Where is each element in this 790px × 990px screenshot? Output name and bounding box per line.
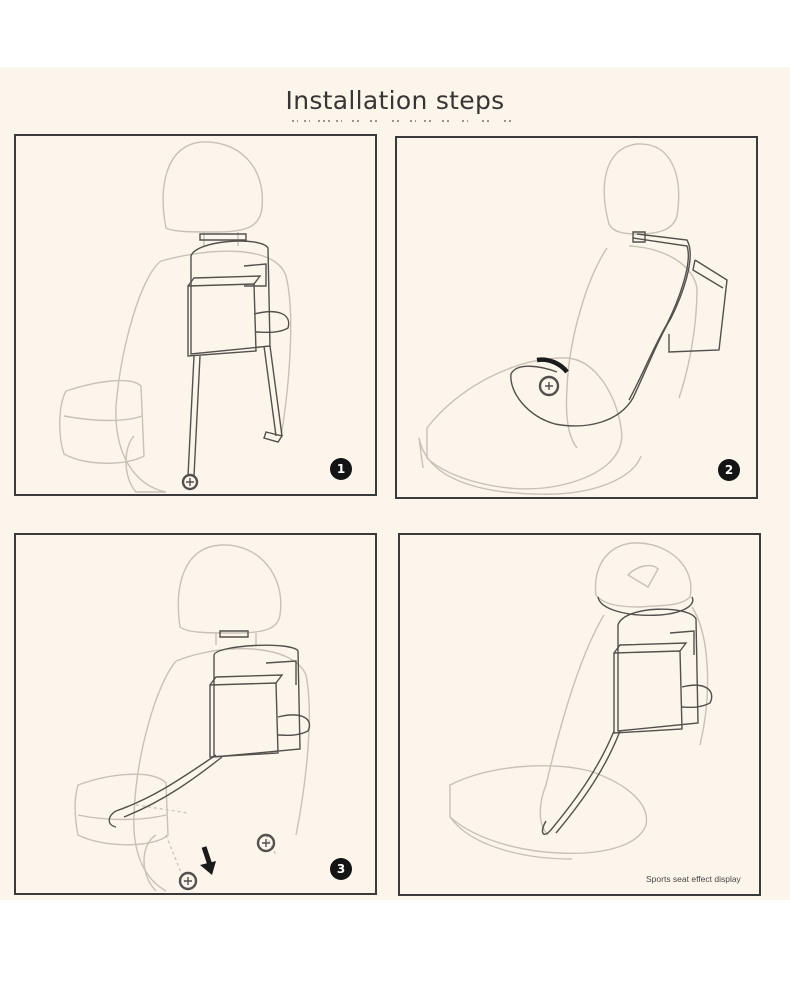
step-3-badge: 3 <box>330 858 352 880</box>
step-1-illustration <box>59 141 292 493</box>
step-2-illustration <box>418 143 728 495</box>
step-3-panel: 3 <box>14 533 377 895</box>
step-1-panel: 1 <box>14 134 377 496</box>
step-1-badge: 1 <box>330 458 352 480</box>
sports-seat-illustration <box>449 542 713 860</box>
sports-seat-caption: Sports seat effect display <box>646 874 741 884</box>
step-3-illustration <box>74 544 311 892</box>
page-title: Installation steps <box>285 86 505 115</box>
step-2-panel: 2 <box>395 136 758 499</box>
sports-seat-panel: Sports seat effect display <box>398 533 761 896</box>
step-2-badge: 2 <box>718 459 740 481</box>
title-decoration <box>292 120 512 122</box>
